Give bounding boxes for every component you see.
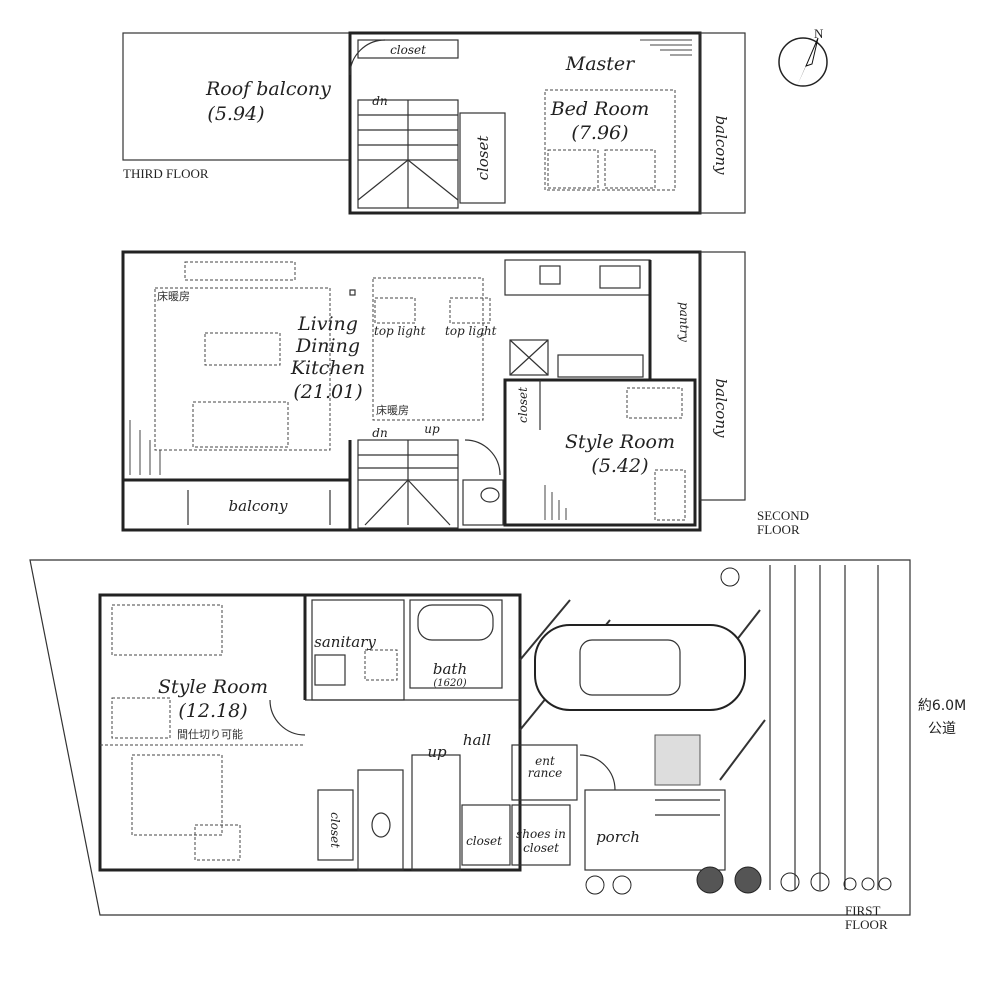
shoes-closet-label: shoes in bbox=[516, 827, 566, 841]
first-floor: Style Room (12.18) 間仕切り可能 sanitary bath … bbox=[29, 559, 972, 932]
partition-note: 間仕切り可能 bbox=[177, 727, 243, 741]
closet-label: closet bbox=[474, 135, 492, 181]
floor-title: SECOND bbox=[757, 508, 809, 523]
balcony-label: balcony bbox=[712, 379, 730, 438]
compass-icon: N bbox=[778, 26, 828, 87]
top-light-label: top light bbox=[445, 324, 497, 338]
entrance-label: ent bbox=[535, 754, 555, 768]
first-floor-walls bbox=[98, 593, 522, 872]
hall-label: hall bbox=[463, 731, 491, 749]
closet-label: closet bbox=[328, 812, 342, 848]
floor-heating-label: 床暖房 bbox=[157, 289, 190, 303]
floor-title: THIRD FLOOR bbox=[123, 166, 209, 181]
second-floor: 床暖房 床暖房 Living Dining Kitchen (21.01) to… bbox=[121, 250, 809, 537]
shoes-closet-label: closet bbox=[523, 841, 559, 855]
road bbox=[769, 565, 879, 890]
ldk-label: Dining bbox=[295, 335, 360, 357]
style-room-area: (12.18) bbox=[178, 700, 247, 722]
sanitary-label: sanitary bbox=[314, 633, 376, 651]
bath-label: bath bbox=[433, 660, 467, 678]
entrance-label: rance bbox=[528, 766, 562, 780]
balcony-label: balcony bbox=[229, 497, 288, 515]
style-room-area: (5.42) bbox=[591, 455, 648, 477]
second-floor-walls bbox=[121, 250, 702, 532]
master-bedroom-area: (7.96) bbox=[571, 122, 628, 144]
closet-label: closet bbox=[516, 387, 530, 423]
closet-label: closet bbox=[466, 834, 502, 848]
stairs-dn-label: dn bbox=[372, 94, 387, 108]
floor-title: FLOOR bbox=[845, 917, 888, 932]
porch-label: porch bbox=[596, 828, 640, 846]
master-bedroom-label: Bed Room bbox=[550, 98, 650, 120]
road-width-label: 約6.0M bbox=[918, 698, 966, 714]
top-light-label: top light bbox=[374, 324, 426, 338]
style-room-label: Style Room bbox=[158, 676, 268, 698]
road-label: 公道 bbox=[928, 721, 956, 737]
ldk-label: Living bbox=[297, 313, 358, 335]
style-room-label: Style Room bbox=[565, 431, 675, 453]
car-icon bbox=[534, 624, 746, 711]
roof-balcony-area: (5.94) bbox=[207, 103, 264, 125]
floor-heating-label: 床暖房 bbox=[376, 403, 409, 417]
ldk-label: Kitchen bbox=[290, 357, 365, 379]
stairs bbox=[357, 99, 459, 209]
site-boundary bbox=[29, 559, 911, 916]
floor-title: FLOOR bbox=[757, 522, 800, 537]
third-floor-walls bbox=[348, 31, 702, 215]
floor-title: FIRST bbox=[845, 903, 880, 918]
stairs bbox=[357, 439, 459, 529]
stairs-up-label: up bbox=[427, 743, 447, 761]
stairs-dn-label: dn bbox=[372, 426, 387, 440]
stairs-up-label: up bbox=[424, 422, 440, 436]
plant-icon bbox=[585, 567, 892, 895]
roof-balcony-label: Roof balcony bbox=[205, 78, 331, 100]
pantry-label: pantry bbox=[677, 302, 691, 342]
balcony-label: balcony bbox=[712, 116, 730, 175]
ldk-area: (21.01) bbox=[293, 381, 362, 403]
bath-size: (1620) bbox=[433, 678, 466, 689]
master-bedroom-label: Master bbox=[565, 53, 636, 75]
compass-north-label: N bbox=[814, 26, 824, 41]
third-floor-balcony-outline bbox=[699, 32, 746, 214]
third-floor: Roof balcony (5.94) closet dn closet Mas… bbox=[122, 31, 746, 215]
closet-label: closet bbox=[390, 43, 426, 57]
